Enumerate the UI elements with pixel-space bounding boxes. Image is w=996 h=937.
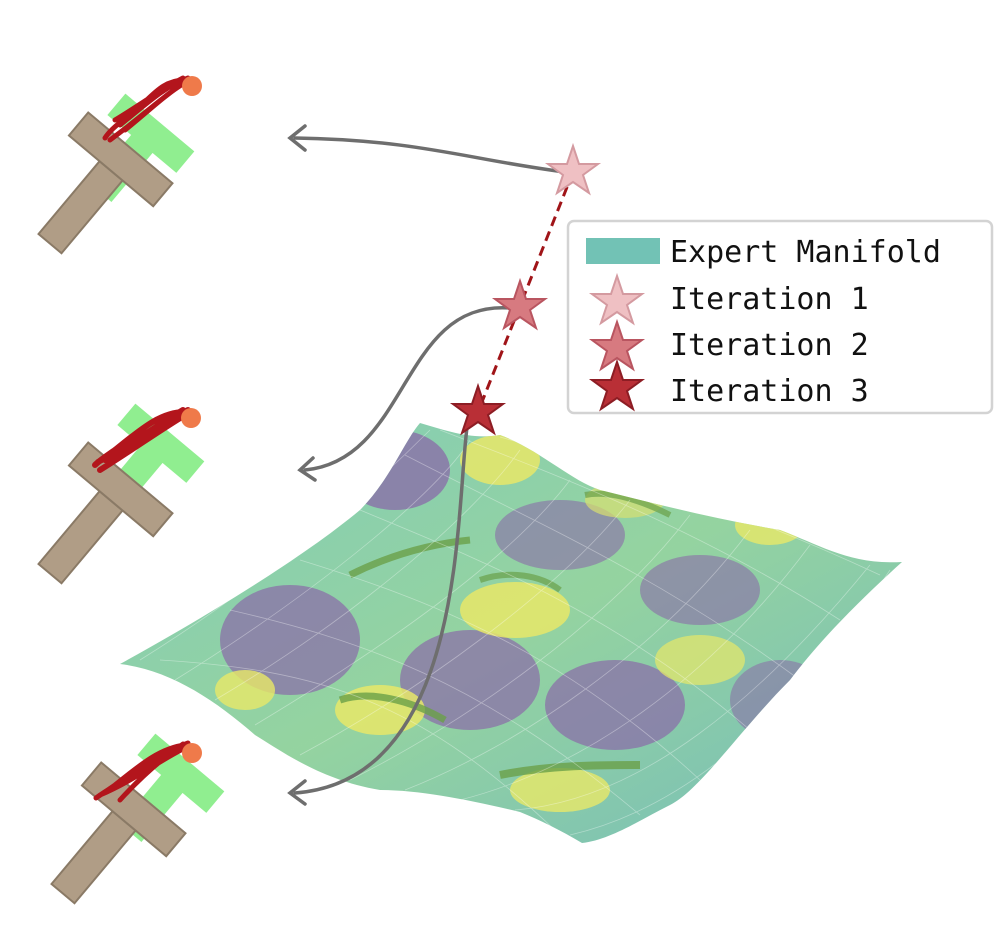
legend-swatch-expert-manifold <box>586 238 660 264</box>
expert-manifold-surface <box>120 423 902 843</box>
star-icon-iteration-1 <box>544 142 602 196</box>
legend-label-iteration-1: Iteration 1 <box>670 282 869 317</box>
agent-dot <box>182 743 202 763</box>
trajectory-bundle <box>93 740 191 803</box>
legend-star-icon-iteration-3 <box>588 358 646 412</box>
arrow-head-2 <box>297 456 317 482</box>
trajectory-bundle <box>102 75 193 143</box>
arrow-iteration-3 <box>293 418 470 795</box>
push-t-scene-iteration-1 <box>37 75 202 255</box>
push-t-scene-iteration-3 <box>50 733 225 905</box>
rollout-arrows <box>287 124 567 806</box>
trajectory-bundle <box>92 407 191 473</box>
legend: Expert Manifold Iteration 1 Iteration 2 … <box>566 219 994 415</box>
arrow-iteration-2 <box>303 306 512 472</box>
legend-star-icon-iteration-2 <box>588 318 646 372</box>
legend-star-icon-iteration-1 <box>588 272 646 326</box>
legend-label-iteration-2: Iteration 2 <box>670 328 869 363</box>
star-icon-iteration-2 <box>491 277 549 331</box>
legend-box <box>566 219 994 415</box>
legend-label-expert-manifold: Expert Manifold <box>670 235 941 270</box>
iteration-stars <box>449 142 602 436</box>
arrow-head-3 <box>287 779 307 806</box>
legend-label-iteration-3: Iteration 3 <box>670 374 869 409</box>
arrow-head-1 <box>287 124 307 152</box>
push-t-scene-iteration-2 <box>37 403 205 585</box>
arrow-iteration-1 <box>293 136 567 174</box>
agent-dot <box>181 408 201 428</box>
star-icon-iteration-3 <box>449 382 507 436</box>
agent-dot <box>182 76 202 96</box>
iteration-path-line <box>476 171 575 413</box>
